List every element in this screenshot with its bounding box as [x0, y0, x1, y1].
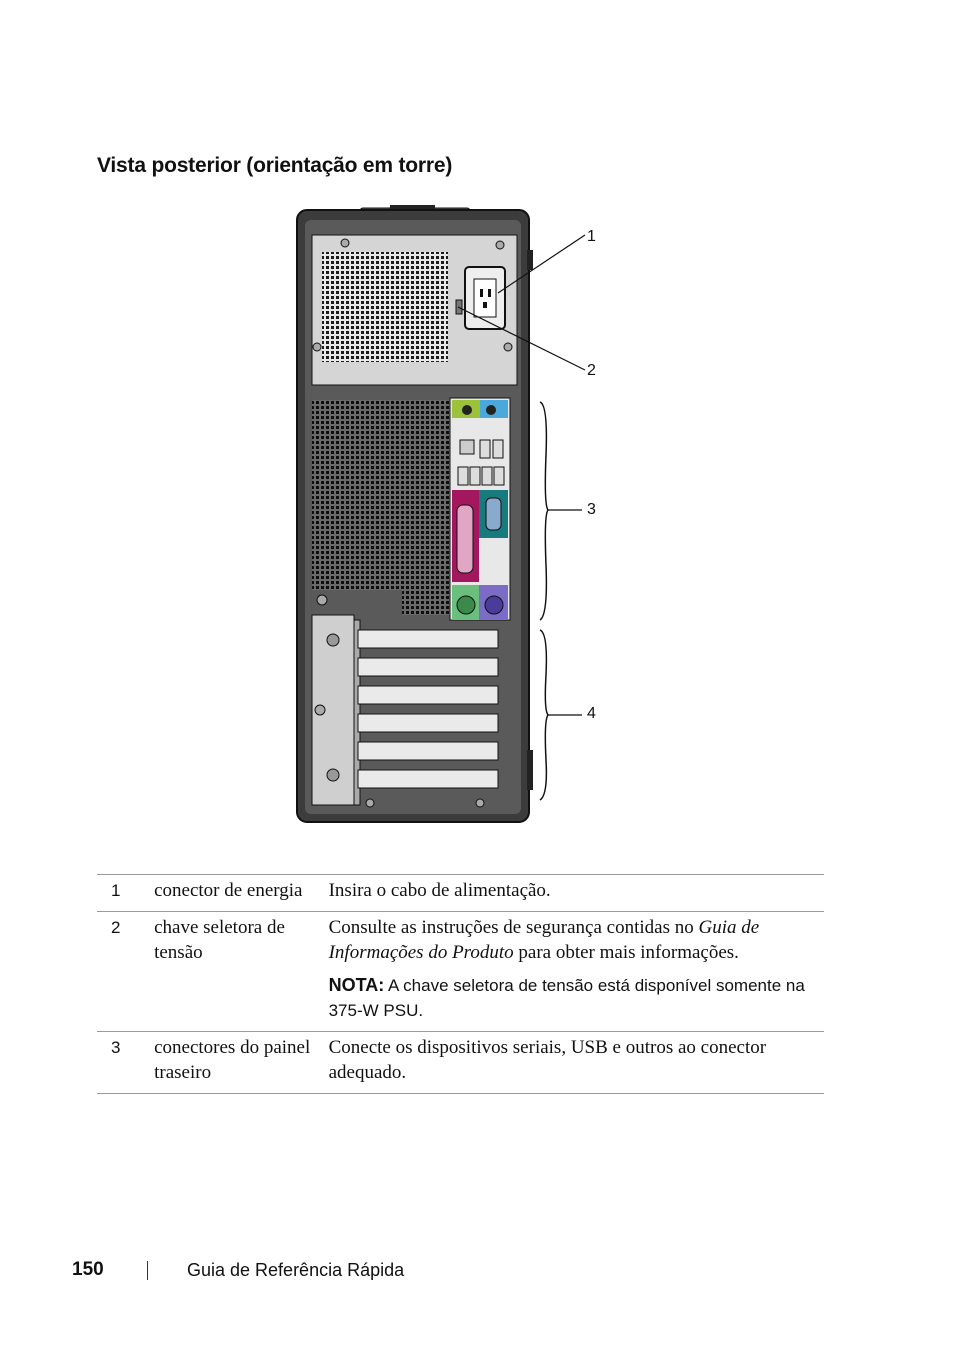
footer-guide-title: Guia de Referência Rápida	[187, 1260, 405, 1280]
table-row: 3 conectores do painel traseiro Conecte …	[97, 1031, 824, 1094]
description-text: para obter mais informações.	[513, 942, 739, 963]
description-text: Consulte as instruções de segurança cont…	[328, 917, 699, 938]
note-text: A chave seletora de tensão está disponív…	[328, 976, 805, 1020]
legend-item: conector de energia	[154, 874, 329, 912]
page-number: 150	[72, 1259, 104, 1280]
legend-number: 3	[97, 1031, 155, 1094]
footer-separator	[147, 1261, 148, 1280]
legend-item: chave seletora de tensão	[154, 911, 329, 1032]
callout-1: 1	[587, 228, 596, 245]
note: NOTA: A chave seletora de tensão está di…	[329, 973, 824, 1023]
legend-number: 2	[97, 911, 155, 1032]
legend-description: Consulte as instruções de segurança cont…	[328, 911, 824, 1032]
table-row: 2 chave seletora de tensão Consulte as i…	[97, 911, 824, 1032]
legend-description: Conecte os dispositivos seriais, USB e o…	[328, 1031, 824, 1094]
section-heading: Vista posterior (orientação em torre)	[97, 154, 453, 177]
table-row: 1 conector de energia Insira o cabo de a…	[97, 874, 824, 912]
callout-4: 4	[587, 705, 596, 722]
note-label: NOTA:	[328, 975, 385, 995]
computer-rear-view-illustration: 1 2 3 4	[290, 205, 610, 830]
callout-3: 3	[587, 501, 596, 518]
legend-number: 1	[97, 874, 155, 912]
callout-2: 2	[587, 362, 596, 379]
legend-table: 1 conector de energia Insira o cabo de a…	[97, 874, 824, 1094]
page-footer: 150 Guia de Referência Rápida	[0, 1258, 954, 1288]
legend-description: Insira o cabo de alimentação.	[328, 874, 824, 912]
guide-title-italic: Guia de Informações do Produto	[328, 917, 760, 963]
legend-item: conectores do painel traseiro	[154, 1031, 329, 1094]
